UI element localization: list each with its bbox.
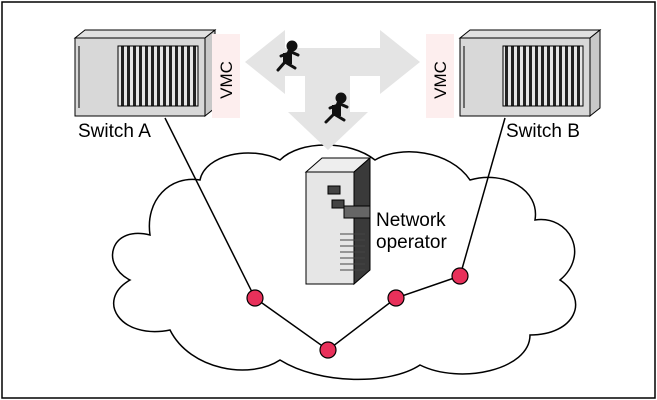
vmc-a-label: VMC <box>217 61 236 99</box>
vmc-communication-arrow <box>245 30 420 150</box>
link-switch-a <box>164 117 256 299</box>
switch-a-rack-icon <box>73 28 217 118</box>
running-agent-icon <box>276 40 300 72</box>
operator-label-line1: Network <box>376 210 446 231</box>
switch-a-label: Switch A <box>78 121 151 142</box>
server-tower-icon <box>304 156 372 286</box>
network-node <box>451 267 469 285</box>
operator-label-line2: operator <box>376 232 447 253</box>
running-agent-icon <box>324 92 349 124</box>
network-links <box>164 117 506 351</box>
vmc-b-label: VMC <box>431 61 450 99</box>
switch-b-label: Switch B <box>506 121 580 142</box>
switch-b-rack-icon <box>458 28 602 118</box>
link-switch-b <box>459 117 506 277</box>
network-node <box>387 289 405 307</box>
network-node <box>246 289 264 307</box>
vmc-a-box <box>212 34 240 118</box>
vmc-b-box <box>426 34 454 118</box>
path-links <box>254 275 461 351</box>
network-node <box>319 341 337 359</box>
